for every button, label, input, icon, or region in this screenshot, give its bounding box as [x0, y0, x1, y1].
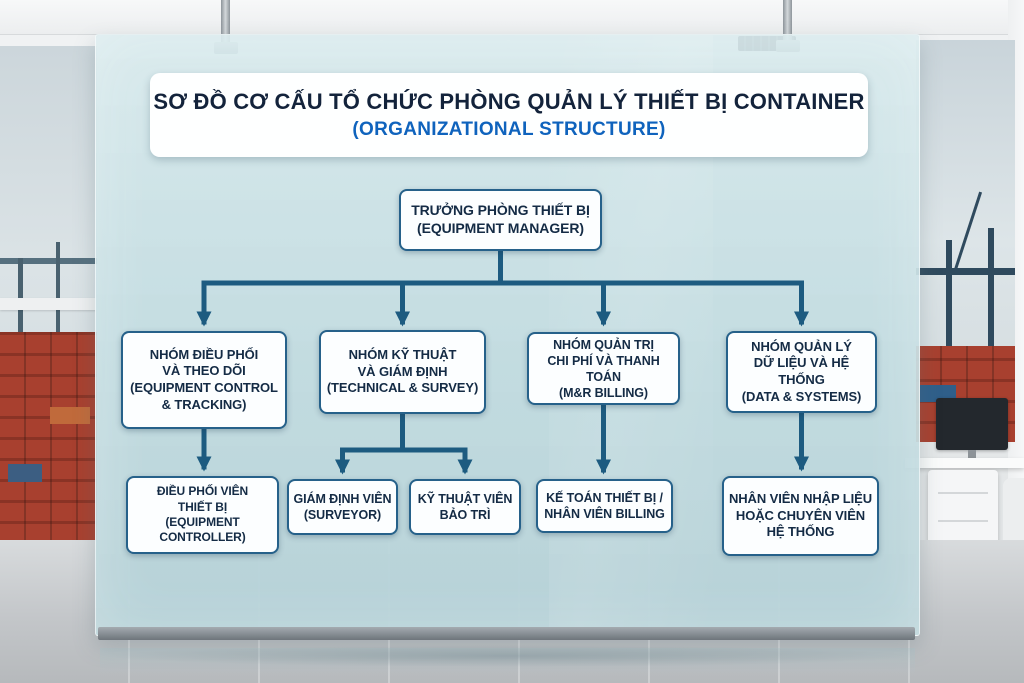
- left-window-port-view: [0, 46, 100, 542]
- computer-monitor: [936, 398, 1008, 450]
- org-node-mr-billing: NHÓM QUẢN TRỊ CHI PHÍ VÀ THANH TOÁN (M&R…: [527, 332, 680, 405]
- org-node-technical-survey: NHÓM KỸ THUẬT VÀ GIÁM ĐỊNH (TECHNICAL & …: [319, 330, 486, 414]
- org-node-equipment-control-tracking: NHÓM ĐIỀU PHỐI VÀ THEO DÕI (EQUIPMENT CO…: [121, 331, 287, 429]
- glass-floor-shadow: [110, 645, 910, 667]
- org-node-equipment-controller: ĐIỀU PHỐI VIÊN THIẾT BỊ (EQUIPMENT CONTR…: [126, 476, 279, 554]
- glass-base-bar: [98, 627, 915, 640]
- office-desk: [905, 458, 1024, 468]
- monitor-stand: [968, 450, 976, 460]
- window-transom: [0, 298, 97, 310]
- crane-boom-icon: [916, 268, 1015, 275]
- org-node-surveyor: GIÁM ĐỊNH VIÊN (SURVEYOR): [287, 479, 398, 535]
- chart-title: SƠ ĐỒ CƠ CẤU TỔ CHỨC PHÒNG QUẢN LÝ THIẾT…: [153, 89, 865, 114]
- ceiling: [0, 0, 1024, 35]
- glass-floor-reflection: [100, 648, 915, 676]
- crane-mast-icon: [988, 228, 994, 358]
- org-node-equipment-manager: TRƯỞNG PHÒNG THIẾT BỊ (EQUIPMENT MANAGER…: [399, 189, 602, 251]
- hanger-rod: [783, 0, 792, 46]
- org-node-data-systems: NHÓM QUẢN LÝ DỮ LIỆU VÀ HỆ THỐNG (DATA &…: [726, 331, 877, 413]
- container-block-orange: [50, 407, 90, 424]
- container-stack: [0, 332, 97, 542]
- crane-cable-icon: [952, 191, 983, 274]
- crane-mast-icon: [18, 258, 23, 378]
- container-block-blue: [920, 385, 956, 402]
- crane-mast-icon: [56, 242, 60, 352]
- org-node-billing-staff: KẾ TOÁN THIẾT BỊ / NHÂN VIÊN BILLING: [536, 479, 673, 533]
- right-window-port-view: [913, 40, 1015, 442]
- org-node-data-entry-system-specialist: NHÂN VIÊN NHẬP LIỆU HOẶC CHUYÊN VIÊN HỆ …: [722, 476, 879, 556]
- org-node-maintenance-technician: KỸ THUẬT VIÊN BẢO TRÌ: [409, 479, 521, 535]
- crane-boom-icon: [0, 258, 97, 264]
- chart-title-card: SƠ ĐỒ CƠ CẤU TỔ CHỨC PHÒNG QUẢN LÝ THIẾT…: [150, 73, 868, 157]
- chart-subtitle: (ORGANIZATIONAL STRUCTURE): [352, 119, 666, 140]
- hanger-rod: [221, 0, 230, 48]
- container-block-blue: [8, 464, 42, 482]
- crane-mast-icon: [946, 240, 952, 355]
